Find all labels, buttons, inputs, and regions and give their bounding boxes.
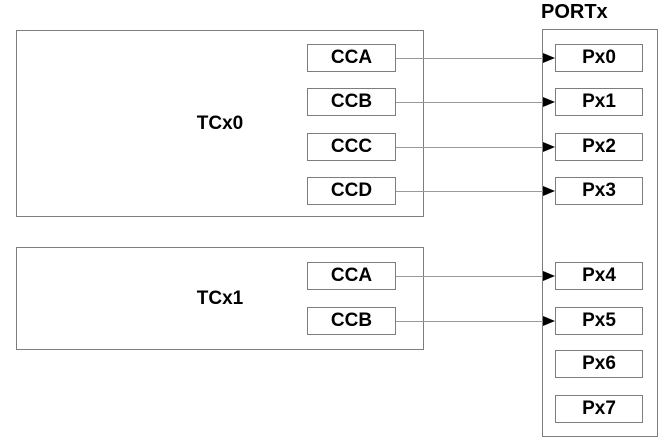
pin-box-px2: Px2 bbox=[555, 133, 643, 161]
connector-line bbox=[396, 101, 543, 103]
connector-line bbox=[396, 146, 543, 148]
arrowhead-icon bbox=[543, 316, 555, 326]
pin-box-px1: Px1 bbox=[555, 88, 643, 116]
channel-box-tcx0-ccb: CCB bbox=[307, 88, 396, 116]
arrowhead-icon bbox=[543, 142, 555, 152]
pin-box-px3: Px3 bbox=[555, 177, 643, 205]
arrowhead-icon bbox=[543, 53, 555, 63]
channel-box-tcx1-cca: CCA bbox=[307, 262, 396, 290]
timer-label-tcx0: TCx0 bbox=[196, 112, 244, 134]
connector-line bbox=[396, 57, 543, 59]
arrowhead-icon bbox=[543, 97, 555, 107]
pin-box-px0: Px0 bbox=[555, 44, 643, 72]
connector-line bbox=[396, 190, 543, 192]
timer-label-tcx1: TCx1 bbox=[196, 287, 244, 309]
pin-box-px5: Px5 bbox=[555, 307, 643, 335]
arrowhead-icon bbox=[543, 271, 555, 281]
channel-box-tcx1-ccb: CCB bbox=[307, 307, 396, 335]
port-title: PORTx bbox=[541, 1, 608, 23]
pin-box-px7: Px7 bbox=[555, 395, 643, 423]
pin-box-px4: Px4 bbox=[555, 262, 643, 290]
pin-box-px6: Px6 bbox=[555, 350, 643, 378]
connector-line bbox=[396, 320, 543, 322]
channel-box-tcx0-ccd: CCD bbox=[307, 177, 396, 205]
channel-box-tcx0-ccc: CCC bbox=[307, 133, 396, 161]
connector-line bbox=[396, 275, 543, 277]
channel-box-tcx0-cca: CCA bbox=[307, 44, 396, 72]
arrowhead-icon bbox=[543, 186, 555, 196]
